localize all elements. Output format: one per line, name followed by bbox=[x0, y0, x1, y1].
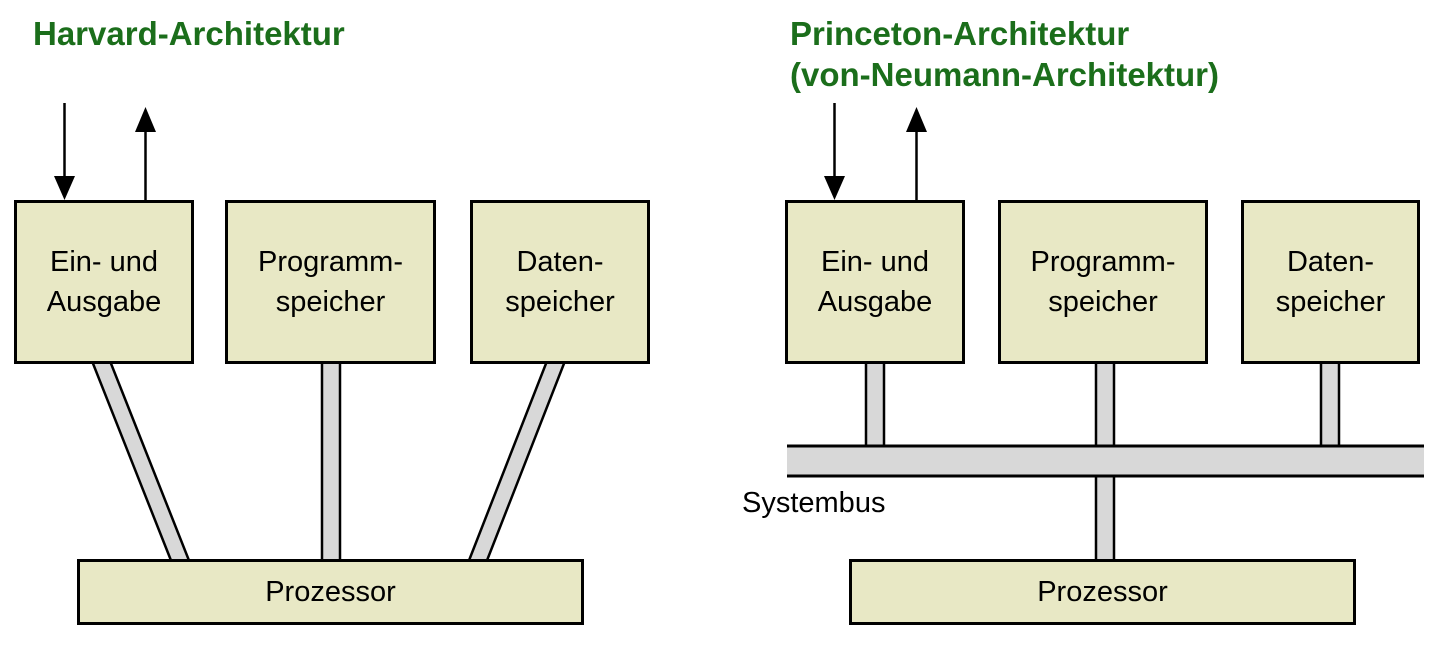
harvard-program-processor-connector-icon bbox=[320, 359, 342, 565]
harvard-program-label-line2: speicher bbox=[275, 286, 386, 318]
princeton-title-line1: Princeton-Architektur bbox=[790, 15, 1130, 52]
harvard-data-label-line1: Daten- bbox=[516, 245, 604, 278]
princeton-io-box: Ein- und Ausgabe bbox=[785, 200, 965, 364]
princeton-output-arrow-icon bbox=[906, 107, 927, 200]
princeton-title-line2: (von-Neumann-Architektur) bbox=[790, 56, 1220, 93]
harvard-data-label-line2: speicher bbox=[505, 286, 615, 318]
princeton-program-memory-box: Programm- speicher bbox=[998, 200, 1208, 364]
harvard-data-processor-connector-icon bbox=[466, 359, 567, 565]
systembus-label: Systembus bbox=[742, 487, 886, 519]
harvard-output-arrow-icon bbox=[135, 107, 156, 200]
princeton-data-bus-connector-icon bbox=[1319, 359, 1341, 448]
princeton-data-label-line2: speicher bbox=[1275, 286, 1386, 318]
harvard-io-label-line2: Ausgabe bbox=[46, 286, 162, 318]
harvard-processor-label: Prozessor bbox=[265, 575, 396, 608]
harvard-title: Harvard-Architektur bbox=[33, 13, 345, 54]
princeton-title: Princeton-Architektur (von-Neumann-Archi… bbox=[790, 13, 1219, 95]
princeton-processor-box: Prozessor bbox=[849, 559, 1356, 625]
harvard-data-memory-box: Daten- speicher bbox=[470, 200, 650, 364]
princeton-data-label-line1: Daten- bbox=[1286, 245, 1375, 278]
princeton-io-label-line1: Ein- und bbox=[820, 245, 929, 278]
princeton-input-arrow-icon bbox=[824, 103, 845, 200]
princeton-io-label-line2: Ausgabe bbox=[817, 286, 933, 318]
princeton-program-label-line2: speicher bbox=[1048, 286, 1158, 318]
princeton-program-bus-connector-icon bbox=[1094, 359, 1116, 448]
princeton-program-label-line1: Programm- bbox=[1030, 245, 1176, 278]
princeton-bus-processor-connector-icon bbox=[1094, 472, 1116, 564]
harvard-processor-box: Prozessor bbox=[77, 559, 584, 625]
harvard-io-box: Ein- und Ausgabe bbox=[14, 200, 194, 364]
princeton-data-memory-box: Daten- speicher bbox=[1241, 200, 1420, 364]
harvard-title-text: Harvard-Architektur bbox=[33, 15, 345, 52]
princeton-processor-label: Prozessor bbox=[1037, 575, 1168, 608]
harvard-program-label-line1: Programm- bbox=[257, 245, 403, 278]
harvard-io-processor-connector-icon bbox=[90, 359, 192, 565]
harvard-io-label-line1: Ein- und bbox=[49, 245, 158, 278]
harvard-input-arrow-icon bbox=[54, 103, 75, 200]
princeton-systembus-bar-icon bbox=[787, 444, 1424, 478]
princeton-io-bus-connector-icon bbox=[864, 359, 886, 448]
harvard-program-memory-box: Programm- speicher bbox=[225, 200, 436, 364]
